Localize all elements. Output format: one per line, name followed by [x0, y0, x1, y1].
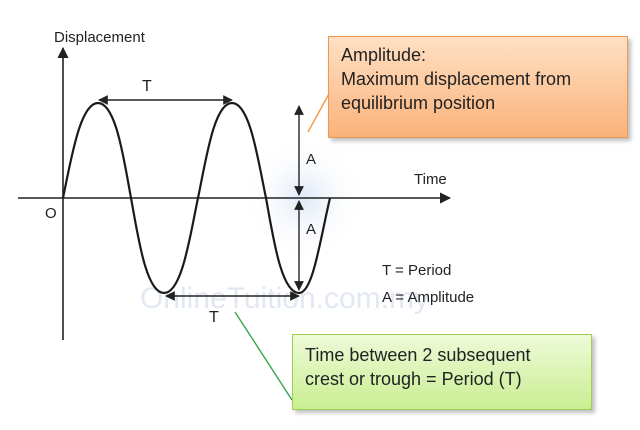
period-label-top: T — [142, 78, 152, 95]
period-label-bottom: T — [209, 309, 219, 326]
period-callout-line1: Time between 2 subsequent — [305, 345, 531, 365]
amplitude-callout-title: Amplitude: — [341, 45, 427, 65]
y-axis-label: Displacement — [54, 29, 146, 46]
amplitude-connector — [307, 91, 331, 133]
x-axis-label: Time — [414, 171, 447, 188]
amplitude-label-upper: A — [306, 151, 316, 168]
period-connector — [234, 311, 293, 401]
origin-label: O — [45, 205, 57, 222]
period-callout-line2: crest or trough = Period (T) — [305, 369, 522, 389]
amplitude-callout: Amplitude: Maximum displacement from equ… — [328, 36, 628, 138]
amplitude-callout-line1: Maximum displacement from — [341, 69, 572, 89]
amplitude-callout-line2: equilibrium position — [341, 93, 496, 113]
legend-amplitude: A = Amplitude — [382, 289, 474, 306]
legend-period: T = Period — [382, 262, 451, 279]
period-callout: Time between 2 subsequent crest or troug… — [292, 334, 592, 410]
amplitude-label-lower: A — [306, 221, 316, 238]
displacement-wave — [61, 101, 332, 295]
